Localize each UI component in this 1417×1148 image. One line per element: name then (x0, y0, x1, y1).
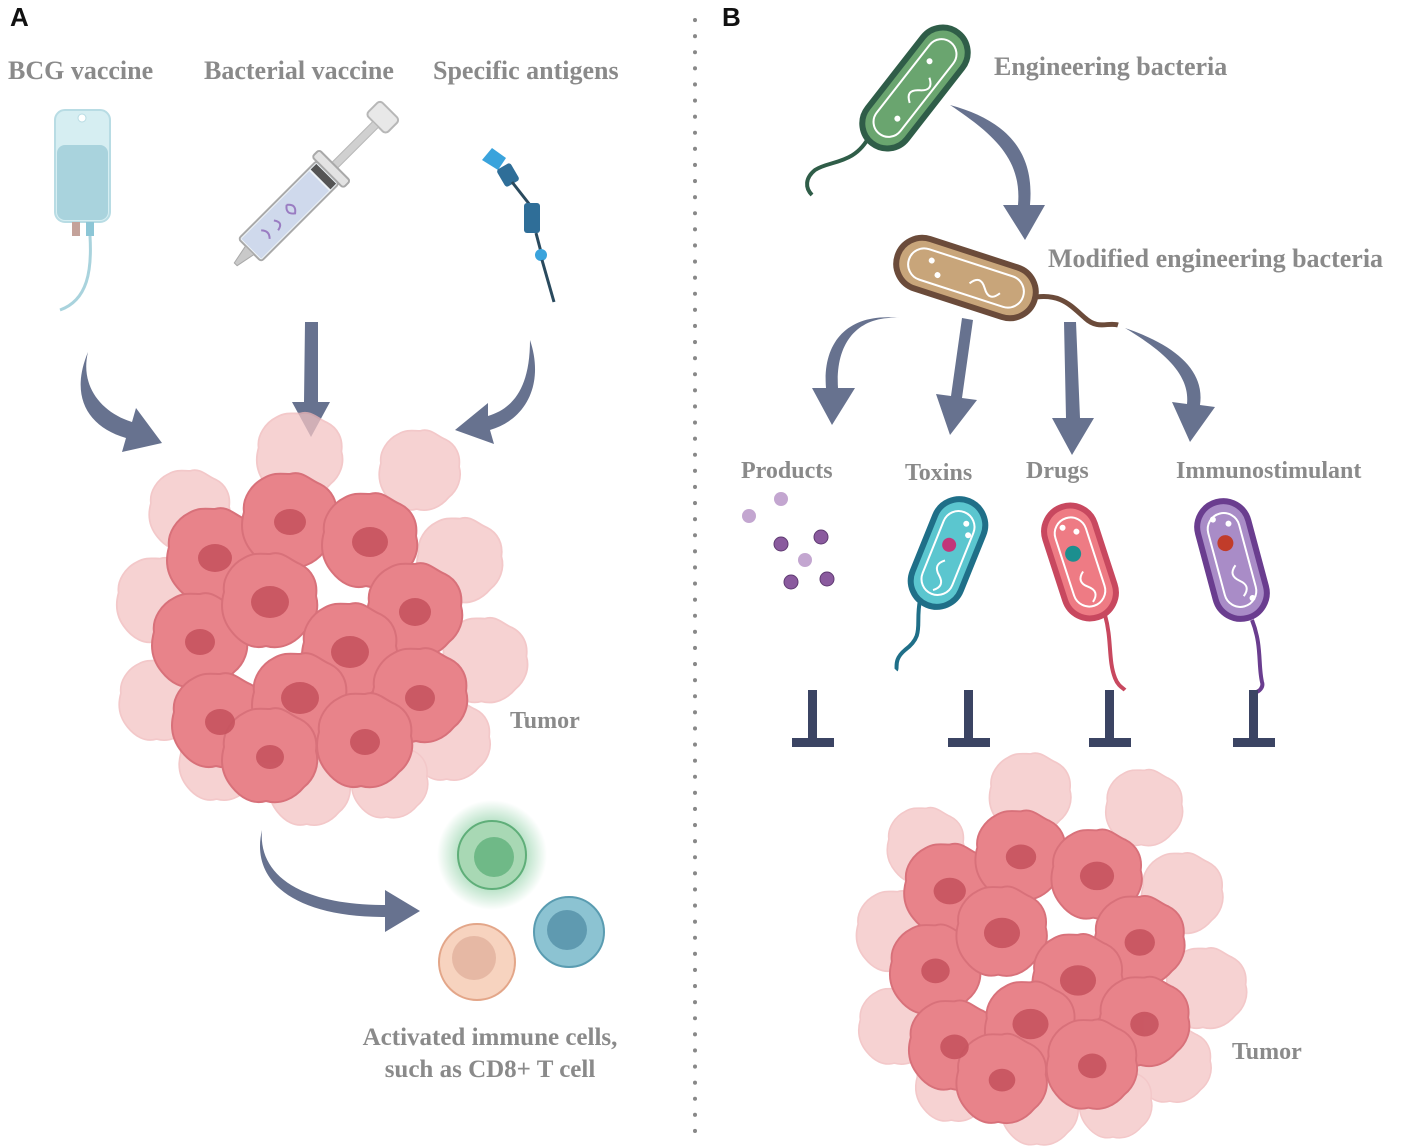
purple-bacterium-icon (1194, 498, 1270, 694)
inhibition-symbol-products (792, 690, 834, 747)
label-specific-antigens: Specific antigens (433, 56, 619, 85)
t-cell-peach-icon (438, 923, 516, 1001)
arrow-antigen-to-tumor (455, 340, 536, 444)
panel-b-letter: B (722, 2, 741, 32)
pink-bacterium-icon (1041, 502, 1127, 692)
immune-caption-line2: such as CD8+ T cell (384, 1056, 596, 1083)
label-engineering-bacteria: Engineering bacteria (994, 52, 1228, 81)
syringe-icon (233, 100, 400, 267)
arrow-to-immunostimulant (1125, 328, 1215, 442)
inhibition-symbol-drugs (1089, 690, 1131, 747)
tumor-a-icon (115, 411, 529, 826)
label-products: Products (741, 458, 833, 484)
arrow-to-products (812, 317, 900, 425)
label-bacterial-vaccine: Bacterial vaccine (204, 56, 394, 85)
label-tumor-b: Tumor (1232, 1039, 1302, 1065)
arrow-vaccine-to-tumor (292, 322, 330, 437)
label-modified-engineering-bacteria: Modified engineering bacteria (1048, 244, 1384, 273)
tumor-b-icon (855, 752, 1248, 1146)
arrow-bcg-to-tumor (80, 352, 162, 452)
teal-bacterium-icon (894, 496, 989, 672)
t-cell-blue-icon (533, 896, 605, 968)
arrow-to-drugs (1052, 322, 1094, 455)
antigen-probe-icon (482, 148, 556, 303)
label-toxins: Toxins (905, 460, 973, 486)
particles-icon (742, 492, 835, 590)
arrow-tumor-to-immune (259, 830, 420, 932)
label-bcg-vaccine: BCG vaccine (8, 56, 154, 85)
t-cell-green-icon (437, 800, 547, 910)
immune-caption-line1: Activated immune cells, (362, 1024, 618, 1051)
immune-cells-caption: Activated immune cells, such as CD8+ T c… (330, 1022, 650, 1086)
arrow-engineering-to-modified (950, 105, 1045, 240)
modified-bacterium-icon (893, 234, 1119, 328)
inhibition-symbol-toxins (948, 690, 990, 747)
arrow-to-toxins (936, 318, 977, 435)
label-tumor-a: Tumor (510, 708, 580, 734)
inhibition-symbol-immunostimulant (1233, 690, 1275, 747)
label-immunostimulant: Immunostimulant (1176, 458, 1362, 484)
iv-bag-icon (54, 109, 111, 312)
engineering-bacterium-icon (805, 24, 971, 197)
label-drugs: Drugs (1026, 458, 1089, 484)
panel-a-letter: A (10, 2, 29, 32)
